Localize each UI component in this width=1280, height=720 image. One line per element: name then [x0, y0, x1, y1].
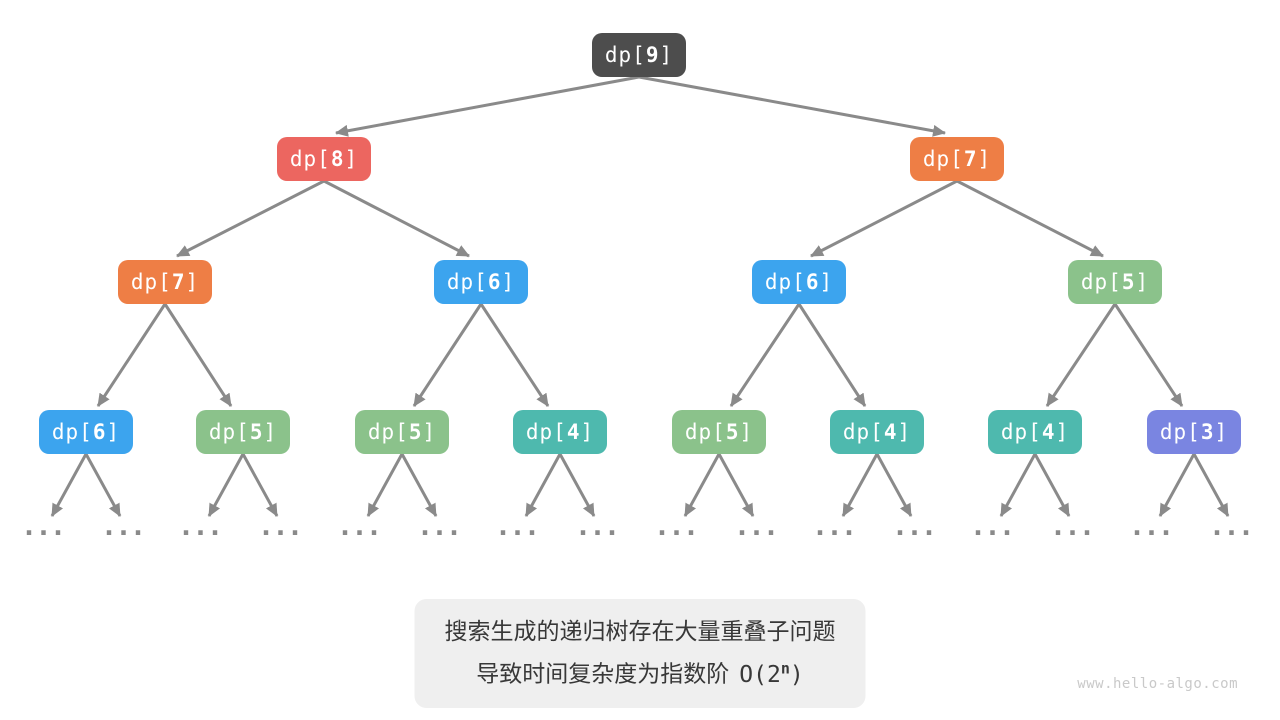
edge-arrow — [638, 75, 946, 137]
ellipsis: ... — [104, 512, 148, 541]
edge-arrow — [683, 453, 721, 517]
edge-arrow — [810, 179, 958, 258]
ellipsis: ... — [815, 512, 859, 541]
edge-arrow — [999, 453, 1037, 517]
edge-arrow — [335, 75, 640, 137]
edge-arrow — [50, 453, 88, 517]
ellipsis: ... — [895, 512, 939, 541]
caption-box: 搜索生成的递归树存在大量重叠子问题 导致时间复杂度为指数阶 O(2n) — [414, 599, 866, 708]
edge-arrow — [323, 179, 470, 258]
caption-line1: 搜索生成的递归树存在大量重叠子问题 — [444, 619, 836, 645]
edge-arrow — [524, 453, 562, 517]
edge-arrow — [717, 453, 755, 517]
ellipsis: ... — [1132, 512, 1176, 541]
ellipsis: ... — [737, 512, 781, 541]
ellipsis: ... — [340, 512, 384, 541]
edge-arrow — [163, 303, 233, 407]
edge-arrow — [797, 303, 867, 407]
ellipsis: ... — [181, 512, 225, 541]
edge-arrow — [241, 453, 279, 517]
edge-arrow — [412, 303, 483, 407]
edge-arrow — [1045, 303, 1117, 407]
watermark: www.hello-algo.com — [1077, 676, 1238, 692]
caption-line2-text: 导致时间复杂度为指数阶 — [476, 661, 730, 688]
caption-line2: 导致时间复杂度为指数阶 O(2n) — [445, 650, 836, 693]
edge-arrow — [841, 453, 879, 517]
ellipsis: ... — [261, 512, 305, 541]
ellipsis: ... — [578, 512, 622, 541]
edge-arrow — [400, 453, 438, 517]
ellipsis: ... — [498, 512, 542, 541]
edge-arrow — [84, 453, 122, 517]
edge-arrow — [558, 453, 596, 517]
caption-complexity: O(2n) — [739, 659, 804, 688]
caption-exponent: n — [780, 659, 790, 677]
edge-arrow — [479, 303, 550, 407]
edge-arrow — [1113, 303, 1184, 407]
ellipsis: ... — [1053, 512, 1097, 541]
ellipsis: ... — [24, 512, 68, 541]
edge-arrow — [366, 453, 404, 517]
edge-arrow — [176, 179, 325, 258]
edge-arrow — [875, 453, 913, 517]
ellipsis: ... — [1212, 512, 1256, 541]
ellipsis: ... — [657, 512, 701, 541]
edge-arrow — [956, 179, 1104, 258]
edge-arrow — [96, 303, 167, 407]
ellipsis: ... — [973, 512, 1017, 541]
edge-arrow — [729, 303, 801, 407]
edge-arrow — [207, 453, 245, 517]
edge-arrow — [1033, 453, 1071, 517]
edge-arrow — [1158, 453, 1196, 517]
edge-arrow — [1192, 453, 1230, 517]
ellipsis: ... — [420, 512, 464, 541]
